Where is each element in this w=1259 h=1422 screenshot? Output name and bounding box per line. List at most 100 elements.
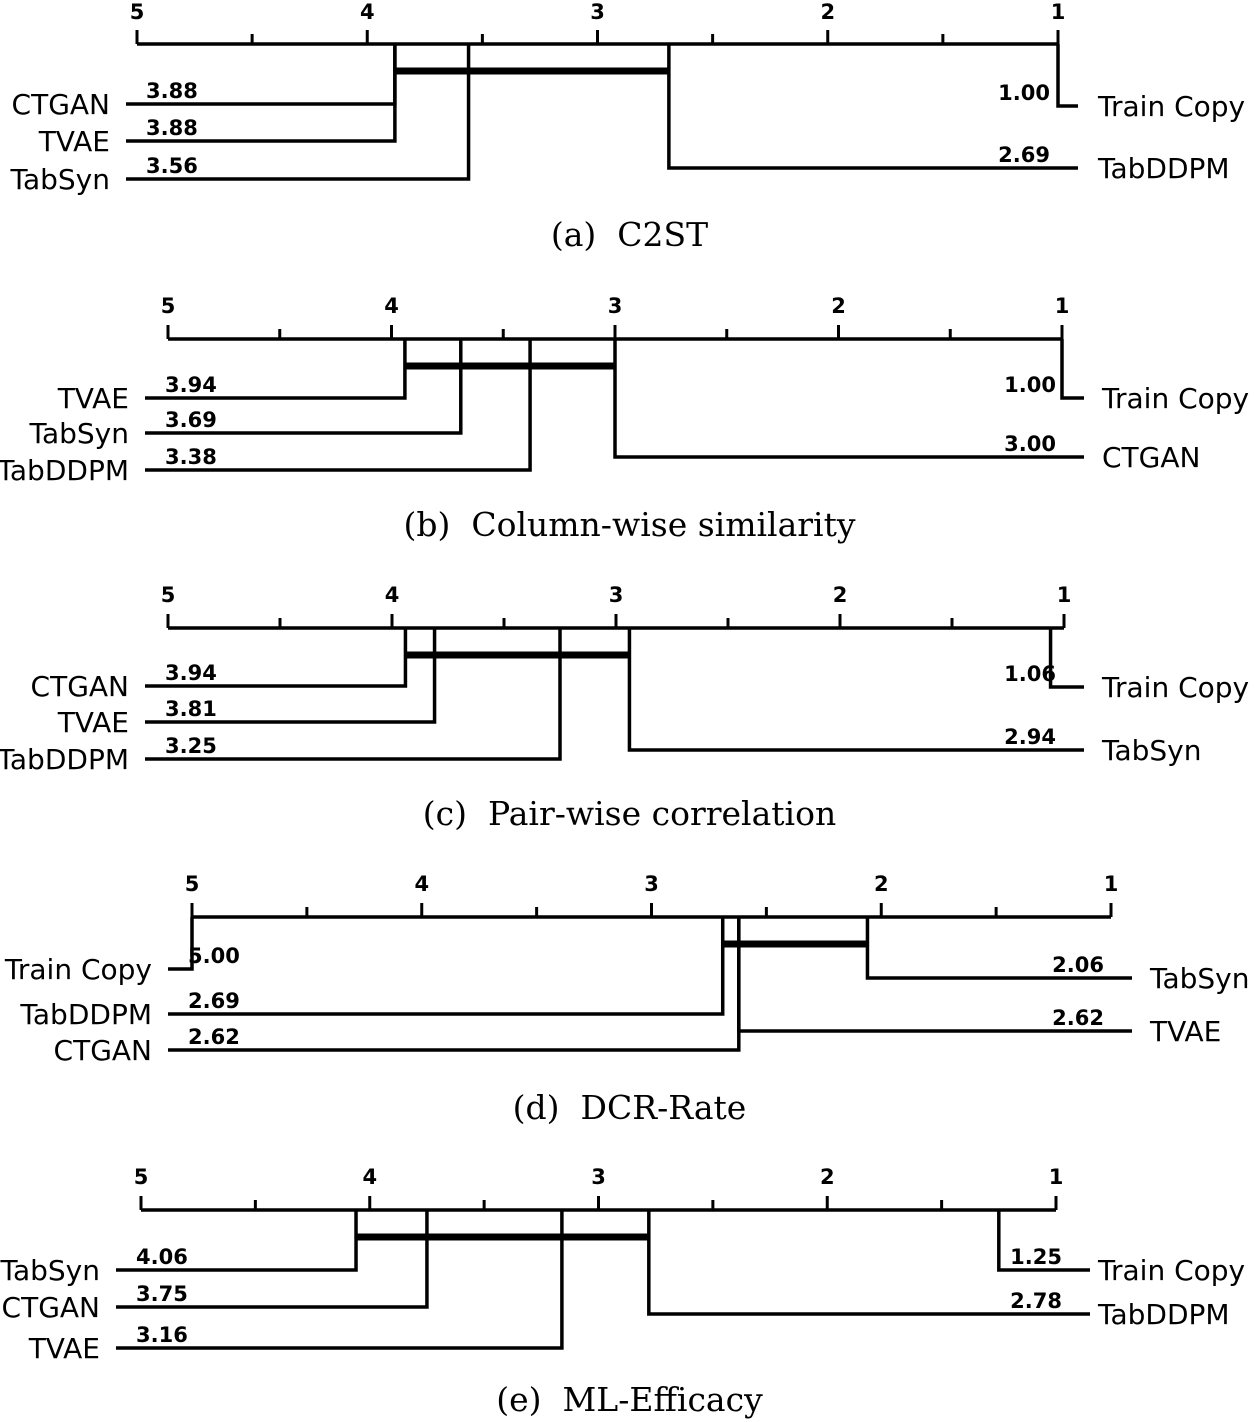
rank-connector: [667, 44, 1078, 170]
rank-value: 1.06: [1004, 662, 1056, 686]
rank-value: 1.00: [998, 81, 1050, 105]
method-name: TVAE: [1149, 1015, 1221, 1048]
method-name: Train Copy: [1097, 1254, 1245, 1287]
method-name: TVAE: [38, 125, 110, 158]
rank-value: 3.25: [165, 734, 217, 758]
tick-label: 3: [590, 0, 605, 24]
method-name: CTGAN: [2, 1291, 100, 1324]
rank-value: 2.06: [1052, 953, 1104, 977]
rank-connector: [1056, 44, 1078, 108]
method-ctgan: CTGAN 3.00: [613, 339, 1200, 474]
method-ctgan: CTGAN 3.75: [2, 1210, 429, 1324]
rank-connector: [1048, 628, 1084, 689]
tick-label: 2: [831, 294, 846, 318]
method-tabsyn: TabSyn 3.56: [10, 44, 471, 196]
tick-label: 5: [161, 294, 176, 318]
rank-value: 2.62: [1052, 1006, 1104, 1030]
tick-label: 4: [360, 0, 375, 24]
method-name: TabDDPM: [1097, 152, 1230, 185]
tick-label: 5: [134, 1165, 149, 1189]
rank-value: 3.75: [136, 1282, 188, 1306]
panel-caption: (b) Column-wise similarity: [403, 505, 856, 544]
rank-value: 3.81: [165, 697, 217, 721]
rank-connector: [168, 917, 194, 971]
rank-value: 3.88: [146, 116, 198, 140]
rank-connector: [126, 44, 471, 181]
rank-value: 3.69: [165, 408, 217, 432]
rank-value: 3.56: [146, 154, 198, 178]
method-tabddpm: TabDDPM 3.38: [0, 339, 532, 487]
method-name: TabSyn: [29, 417, 130, 450]
tick-label: 1: [1057, 583, 1072, 607]
rank-connector: [116, 1210, 358, 1272]
rank-connector: [126, 44, 397, 143]
rank-connector: [116, 1210, 564, 1350]
tick-label: 1: [1055, 294, 1070, 318]
method-name: CTGAN: [31, 670, 129, 703]
method-tabsyn: TabSyn 2.06: [865, 917, 1250, 995]
tick-label: 2: [820, 1165, 835, 1189]
method-name: CTGAN: [54, 1034, 152, 1067]
rank-connector: [145, 628, 562, 761]
method-tvae: TVAE 2.62: [737, 917, 1221, 1048]
tick-label: 5: [161, 583, 176, 607]
method-name: TabDDPM: [0, 454, 129, 487]
tick-label: 1: [1049, 1165, 1064, 1189]
rank-value: 3.38: [165, 445, 217, 469]
tick-label: 3: [608, 294, 623, 318]
rank-connector: [1060, 339, 1084, 400]
rank-connector: [737, 917, 1132, 1033]
panel-caption: (c) Pair-wise correlation: [422, 794, 837, 833]
rank-value: 5.00: [188, 944, 240, 968]
method-tabddpm: TabDDPM 2.69: [667, 44, 1230, 185]
method-name: Train Copy: [4, 953, 152, 986]
rank-value: 2.69: [998, 143, 1050, 167]
rank-connector: [997, 1210, 1090, 1272]
tick-label: 3: [644, 872, 659, 896]
rank-connector: [145, 339, 463, 435]
rank-connector: [145, 628, 408, 688]
tick-label: 4: [414, 872, 429, 896]
rank-value: 3.00: [1004, 432, 1056, 456]
tick-label: 2: [820, 0, 835, 24]
rank-value: 3.16: [136, 1323, 188, 1347]
method-tabsyn: TabSyn 3.69: [29, 339, 463, 450]
method-name: CTGAN: [1102, 441, 1200, 474]
tick-label: 2: [874, 872, 889, 896]
panel-caption: (d) DCR-Rate: [512, 1088, 747, 1127]
rank-connector: [145, 628, 437, 724]
rank-value: 2.94: [1004, 725, 1056, 749]
method-name: TabDDPM: [1097, 1298, 1230, 1331]
rank-value: 3.94: [165, 661, 217, 685]
method-tvae: TVAE 3.88: [38, 44, 397, 158]
tick-label: 4: [362, 1165, 377, 1189]
rank-value: 2.69: [188, 989, 240, 1013]
tick-label: 5: [185, 872, 200, 896]
panel-caption: (a) C2ST: [550, 215, 709, 254]
method-name: CTGAN: [12, 88, 110, 121]
rank-value: 3.88: [146, 79, 198, 103]
method-name: TabSyn: [10, 163, 111, 196]
method-name: TabSyn: [1149, 962, 1250, 995]
method-ctgan: CTGAN 3.94: [31, 628, 408, 703]
panel-caption: (e) ML-Efficacy: [496, 1380, 763, 1419]
tick-label: 3: [591, 1165, 606, 1189]
rank-connector: [168, 917, 725, 1016]
